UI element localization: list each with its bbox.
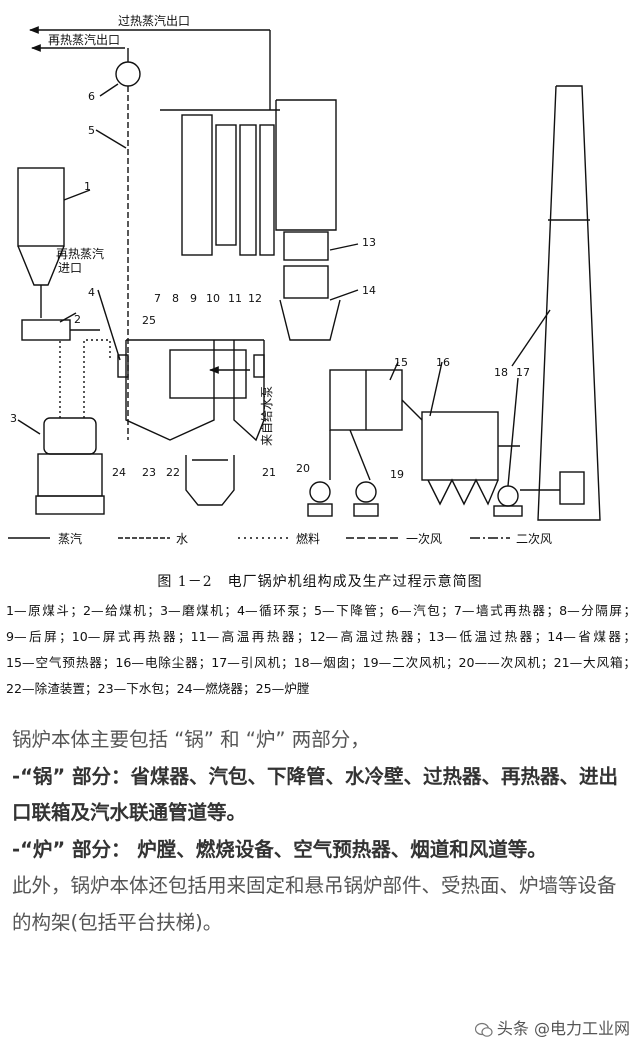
legend-item: 15—空气预热器；	[6, 655, 116, 670]
intro-paragraph: 锅炉本体主要包括 “锅” 和 “炉” 两部分，	[12, 728, 370, 751]
legend-item: 19—二次风机；	[362, 655, 459, 670]
num-21: 21	[262, 466, 276, 479]
component-legend: 1—原煤斗；2—给煤机；3—磨煤机；4—循环泵；5—下降管；6—汽包；7—墙式再…	[6, 598, 636, 702]
legend-item: 2—给煤机；	[83, 603, 160, 618]
label-reheat-inlet-2: 进口	[58, 261, 82, 275]
num-14: 14	[362, 284, 376, 297]
legend-item: 6—汽包；	[391, 603, 454, 618]
wechat-icon	[474, 1022, 493, 1037]
label-reheat-outlet: 再热蒸汽出口	[48, 32, 120, 47]
num-4: 4	[88, 286, 95, 299]
legend-item: 4—循环泵；	[237, 603, 314, 618]
num-6: 6	[88, 90, 95, 103]
num-12: 12	[248, 292, 262, 305]
num-5: 5	[88, 124, 95, 137]
figure-caption: 图 1－2 电厂锅炉机组构成及生产过程示意简图	[157, 574, 483, 590]
num-15: 15	[394, 356, 408, 369]
legend-steam: 蒸汽	[58, 531, 82, 546]
num-22: 22	[166, 466, 180, 479]
num-7: 7	[154, 292, 161, 305]
legend-item: 10—屏式再热器；	[71, 629, 191, 644]
legend-item: 23—下水包；	[97, 681, 177, 696]
legend-item: 14—省煤器；	[547, 629, 637, 644]
guo-paragraph: -“锅” 部分：省煤器、汽包、下降管、水冷壁、过热器、再热器、进出口联箱及汽水联…	[12, 764, 619, 825]
legend-item: 7—墙式再热器；	[453, 603, 560, 618]
num-8: 8	[172, 292, 179, 305]
num-1: 1	[84, 180, 91, 193]
legend-fuel: 燃料	[296, 531, 320, 546]
label-feedwater-pump: 来自给水泵	[260, 386, 274, 446]
num-20: 20	[296, 462, 310, 475]
num-17: 17	[516, 366, 530, 379]
legend-item: 18—烟囱；	[293, 655, 363, 670]
num-25: 25	[142, 314, 156, 327]
body-text: 锅炉本体主要包括 “锅” 和 “炉” 两部分， -“锅” 部分：省煤器、汽包、下…	[12, 722, 632, 941]
num-10: 10	[206, 292, 220, 305]
legend-primary-air: 一次风	[406, 532, 442, 546]
legend-item: 24—燃烧器；	[176, 681, 256, 696]
num-19: 19	[390, 468, 404, 481]
extra-paragraph: 此外，锅炉本体还包括用来固定和悬吊锅炉部件、受热面、炉墙等设备的构架(包括平台扶…	[12, 874, 617, 934]
num-23: 23	[142, 466, 156, 479]
legend-item: 9—后屏；	[6, 629, 72, 644]
legend-item: 16—电除尘器；	[115, 655, 212, 670]
label-superheated-outlet: 过热蒸汽出口	[118, 13, 190, 28]
legend-item: 25—炉膛	[255, 681, 310, 696]
drum-shape	[115, 61, 141, 87]
lu-paragraph: -“炉” 部分： 炉膛、燃烧设备、空气预热器、烟道和风道等。	[12, 837, 547, 861]
legend-item: 13—低温过热器；	[428, 629, 548, 644]
legend-water: 水	[176, 532, 188, 546]
legend-item: 22—除渣装置；	[6, 681, 98, 696]
boiler-diagram: 过热蒸汽出口 再热蒸汽出口 再热蒸汽 进口 来自给水泵 1 2 3 4 5 6 …	[8, 13, 601, 546]
legend-item: 8—分隔屏；	[559, 603, 637, 618]
num-18: 18	[494, 366, 508, 379]
legend-item: 12—高温过热器；	[309, 629, 429, 644]
legend-item: 3—磨煤机；	[160, 603, 237, 618]
num-11: 11	[228, 292, 242, 305]
num-9: 9	[190, 292, 197, 305]
legend-item: 17—引风机；	[211, 655, 294, 670]
num-16: 16	[436, 356, 450, 369]
legend-item: 5—下降管；	[314, 603, 391, 618]
num-24: 24	[112, 466, 126, 479]
legend-item: 20——次风机；	[458, 655, 554, 670]
num-3: 3	[10, 412, 17, 425]
legend-secondary-air: 二次风	[516, 532, 552, 546]
watermark-text: 头条 @电力工业网	[496, 1019, 630, 1038]
legend-item: 11—高温再热器；	[190, 629, 310, 644]
label-reheat-inlet-1: 再热蒸汽	[56, 246, 104, 261]
legend-item: 21—大风箱；	[553, 655, 637, 670]
watermark: 头条 @电力工业网	[474, 1015, 630, 1039]
num-2: 2	[74, 313, 81, 326]
num-13: 13	[362, 236, 376, 249]
legend-item: 1—原煤斗；	[6, 603, 83, 618]
